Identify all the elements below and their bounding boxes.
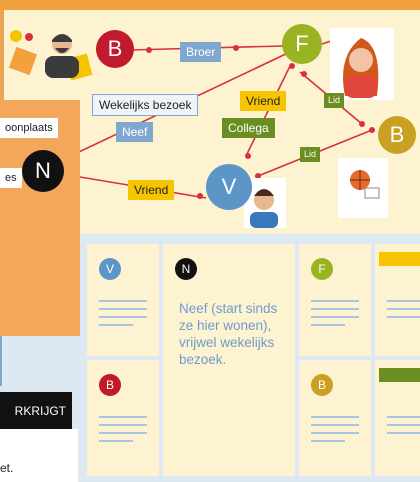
edge-label-collega: Collega [222,118,275,138]
edge-label-lid-top: Lid [324,93,345,108]
side-label-top: oonplaats [0,118,58,138]
node-n[interactable]: N [22,150,64,192]
card-v-badge: V [99,258,121,280]
card-b2-badge: B [311,374,333,396]
card-n[interactable]: N Neef (start sinds ze hier wonen), vrij… [163,244,295,476]
side-panel-accent [0,336,2,386]
card-n-badge: N [175,258,197,280]
cropped-text: et. [0,461,14,475]
top-accent-strip [0,0,420,10]
edge-label-vriend-top: Vriend [240,91,287,111]
card-f[interactable]: F [299,244,371,356]
node-b2[interactable]: B [378,116,416,154]
person-cards-grid: V N Neef (start sinds ze hier wonen), vr… [83,240,420,482]
cropped-banner: RKRIJGT [0,392,72,429]
edge-label-lid-mid: Lid [300,147,321,162]
card-b-badge: B [99,374,121,396]
person-illustration-woman [330,28,394,100]
node-f[interactable]: F [282,24,322,64]
edge-label-broer: Broer [180,42,222,62]
card-n-note: Neef (start sinds ze hier wonen), vrijwe… [179,301,278,367]
card-olive[interactable] [375,360,420,476]
edge-label-neef: Neef [116,122,154,142]
edge-label-wekelijks-bezoek: Wekelijks bezoek [92,94,199,116]
basketball-illustration [338,158,388,218]
side-panel: oonplaats es N [0,100,80,336]
card-yellow[interactable] [375,244,420,356]
edge-label-vriend-bottom: Vriend [128,180,175,200]
person-illustration-top-left [8,30,93,81]
card-v[interactable]: V [87,244,159,356]
node-v[interactable]: V [206,164,252,210]
cropped-text-box: et. [0,429,78,482]
node-b[interactable]: B [96,30,134,68]
side-label-mid: es [0,168,22,188]
card-b2[interactable]: B [299,360,371,476]
card-f-badge: F [311,258,333,280]
card-b[interactable]: B [87,360,159,476]
edge-v-f [245,65,291,157]
